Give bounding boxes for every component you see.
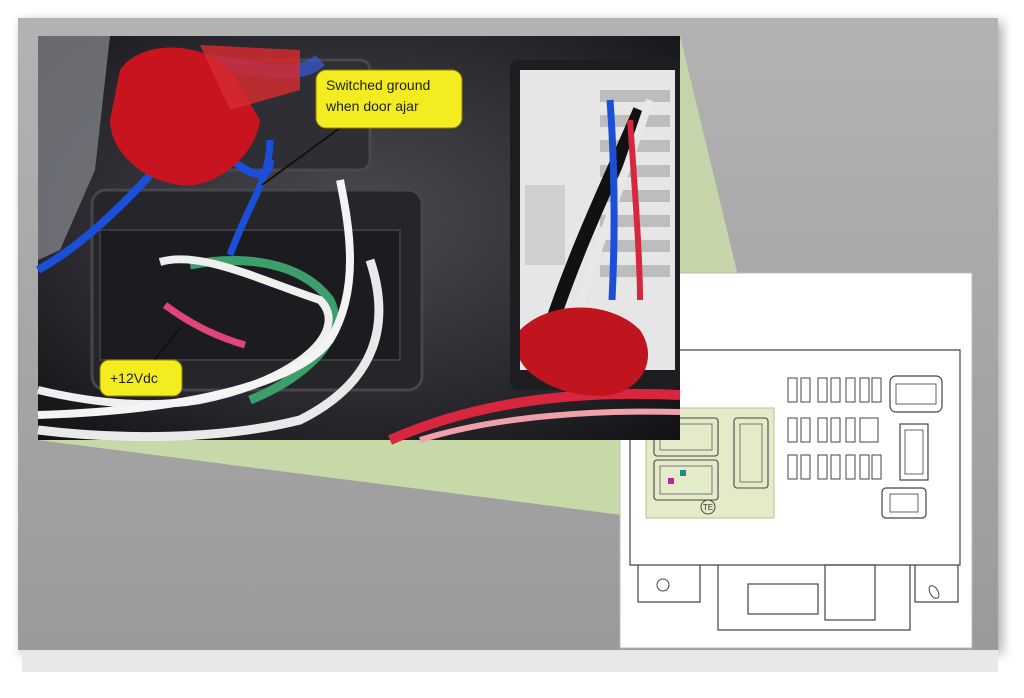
callout-switched-ground: Switched ground when door ajar xyxy=(315,69,463,129)
wire-green xyxy=(189,256,339,405)
connector-label: TE xyxy=(703,503,713,512)
red-crimp-connector-right xyxy=(520,307,649,396)
callout-power-label: +12Vdc xyxy=(110,370,158,386)
callout-ground-line1: Switched ground xyxy=(326,77,430,93)
wire-red-bottom xyxy=(387,388,681,445)
callout-power: +12Vdc xyxy=(99,359,183,397)
pin-highlight-ground xyxy=(680,470,686,476)
wire-blue-lower xyxy=(226,139,274,257)
pin-highlight-power xyxy=(668,478,674,484)
wire-white-2 xyxy=(37,179,354,419)
callout-ground-line2: when door ajar xyxy=(325,98,419,114)
wiring-photo xyxy=(36,36,681,445)
wire-white-3 xyxy=(37,258,384,442)
wire-pink xyxy=(162,302,246,349)
wire-white-1 xyxy=(37,255,333,409)
